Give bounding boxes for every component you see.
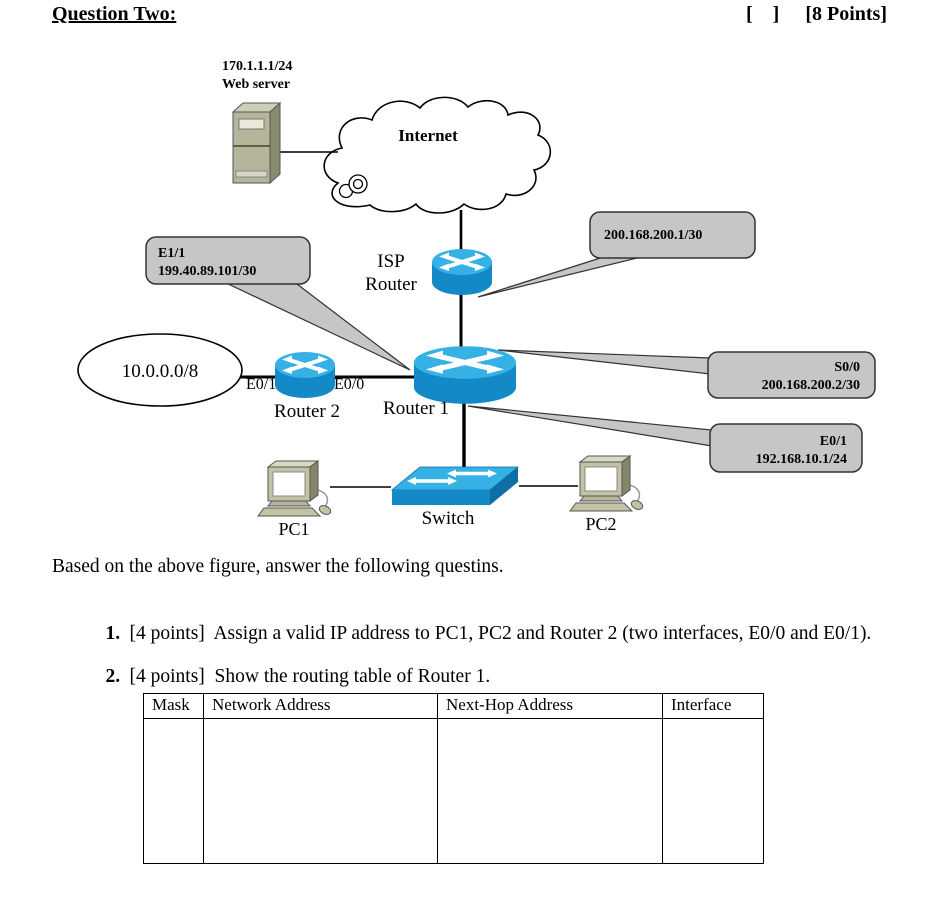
question-item-1: 1. [4 points] Assign a valid IP address t… bbox=[86, 601, 872, 667]
cell-mask bbox=[143, 718, 204, 864]
callout-isp-wan bbox=[589, 211, 756, 259]
router1-icon bbox=[414, 346, 516, 404]
router2-icon bbox=[273, 350, 337, 400]
callout-s0-0-text-line2: 200.168.200.2/30 bbox=[762, 378, 860, 393]
callout-e1-1-text-line1: E1/1 bbox=[158, 246, 185, 261]
question-1-number: 1. bbox=[105, 623, 121, 644]
routing-table-empty-row bbox=[143, 718, 764, 864]
cell-next-hop-address bbox=[437, 718, 663, 864]
internet-label: Internet bbox=[398, 126, 458, 145]
col-header-network-address: Network Address bbox=[203, 693, 438, 719]
col-header-interface: Interface bbox=[662, 693, 764, 719]
callout-e0-1 bbox=[709, 423, 863, 473]
points-header: [ ] [8 Points] bbox=[746, 3, 887, 26]
routing-table: Mask Network Address Next-Hop Address In… bbox=[143, 693, 764, 864]
col-header-next-hop-address: Next-Hop Address bbox=[437, 693, 663, 719]
callout-tail-s0-0 bbox=[497, 349, 711, 375]
router1-label: Router 1 bbox=[383, 398, 449, 419]
question-1-text: [4 points] Assign a valid IP address to … bbox=[129, 623, 872, 644]
points-label: [8 Points] bbox=[805, 3, 887, 25]
callout-e1-1-text-line2: 199.40.89.101/30 bbox=[158, 264, 256, 279]
callout-s0-0 bbox=[707, 351, 876, 399]
cell-network-address bbox=[203, 718, 438, 864]
col-header-mask: Mask bbox=[143, 693, 204, 719]
network-10-label: 10.0.0.0/8 bbox=[122, 361, 199, 382]
question-title: Question Two: bbox=[52, 3, 177, 25]
switch-icon bbox=[390, 466, 520, 505]
pc2-icon bbox=[569, 455, 645, 512]
network-10-ellipse bbox=[77, 333, 243, 407]
web-server-name-label: Web server bbox=[222, 77, 290, 92]
pc2-label: PC2 bbox=[585, 514, 616, 534]
router2-if-left-label: E0/1 bbox=[246, 376, 276, 393]
isp-router-label-line1: ISP bbox=[377, 251, 404, 272]
internet-cloud-icon bbox=[323, 96, 552, 214]
marks-box: [ ] bbox=[746, 3, 780, 25]
callout-e1-1 bbox=[145, 236, 311, 285]
cell-interface bbox=[662, 718, 764, 864]
router2-label: Router 2 bbox=[274, 401, 340, 422]
pc1-icon bbox=[257, 460, 333, 517]
web-server-ip-label: 170.1.1.1/24 bbox=[222, 59, 292, 74]
question-2-text: [4 points] Show the routing table of Rou… bbox=[129, 666, 491, 687]
callout-s0-0-text-line1: S0/0 bbox=[834, 360, 860, 375]
callout-isp-wan-text: 200.168.200.1/30 bbox=[604, 228, 702, 243]
question-2-number: 2. bbox=[105, 666, 121, 687]
callout-e0-1-text-line1: E0/1 bbox=[820, 434, 847, 449]
isp-router-icon bbox=[430, 247, 494, 297]
callout-tail-isp-wan bbox=[477, 255, 644, 298]
pc1-label: PC1 bbox=[278, 519, 309, 539]
network-diagram: 170.1.1.1/24 Web server Internet ISP Rou… bbox=[77, 59, 876, 539]
web-server-icon bbox=[231, 101, 282, 185]
router2-if-right-label: E0/0 bbox=[334, 376, 364, 393]
callout-tail-e0-1 bbox=[467, 405, 713, 447]
callout-e0-1-text-line2: 192.168.10.1/24 bbox=[756, 452, 847, 467]
switch-label: Switch bbox=[422, 508, 475, 529]
isp-router-label-line2: Router bbox=[365, 274, 417, 295]
intro-text: Based on the above figure, answer the fo… bbox=[52, 556, 504, 577]
question-item-2: 2. [4 points] Show the routing table of R… bbox=[86, 644, 491, 710]
routing-table-header-row: Mask Network Address Next-Hop Address In… bbox=[143, 693, 764, 719]
